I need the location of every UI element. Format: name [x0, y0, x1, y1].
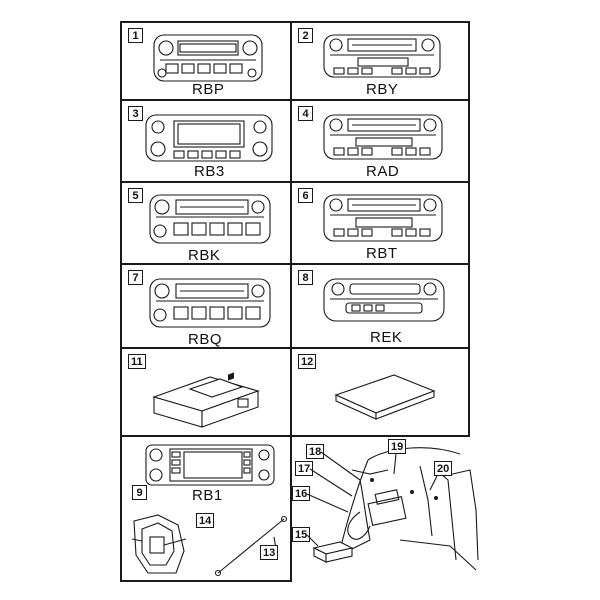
part-15-block-image	[312, 541, 354, 563]
item-number: 13	[260, 545, 279, 560]
radio-rb3-image	[145, 114, 273, 162]
radio-rek-image	[323, 278, 445, 322]
radio-code: REK	[370, 329, 403, 346]
callout-number: 16	[292, 486, 311, 501]
radio-rbq-image	[149, 278, 271, 328]
item-number: 11	[128, 354, 146, 369]
radio-rbk-image	[149, 194, 271, 244]
cell-item-14-13[interactable]: 14 13	[120, 505, 292, 582]
item-number: 1	[128, 28, 143, 43]
radio-code: RAD	[366, 163, 400, 180]
radio-code: RBK	[188, 247, 221, 264]
item-number: 14	[196, 513, 215, 528]
cell-item-8[interactable]: 8 REK	[290, 263, 470, 349]
cell-item-1[interactable]: 1 RBP	[120, 21, 292, 101]
callout-number: 17	[295, 461, 314, 476]
antenna-mount-image	[131, 514, 187, 574]
radio-rbp-image	[153, 34, 263, 82]
item-number: 5	[128, 188, 143, 203]
radio-code: RBY	[366, 81, 399, 98]
radio-code: RB3	[194, 163, 225, 180]
item-number: 2	[298, 28, 313, 43]
callout-number: 19	[388, 439, 407, 454]
radio-rby-image	[323, 34, 441, 78]
radio-rbt-image	[323, 194, 443, 242]
callout-number: 20	[434, 461, 453, 476]
cell-item-9[interactable]: 9 RB1	[120, 435, 292, 507]
radio-code: RB1	[192, 487, 223, 504]
item-number: 6	[298, 188, 313, 203]
cell-item-5[interactable]: 5 RBK	[120, 181, 292, 265]
pad-image	[334, 374, 436, 420]
callout-number: 18	[306, 444, 325, 459]
cell-item-4[interactable]: 4 RAD	[290, 99, 470, 183]
radio-code: RBP	[192, 81, 225, 98]
item-number: 9	[132, 485, 147, 500]
cell-item-6[interactable]: 6 RBT	[290, 181, 470, 265]
antenna-cable-image	[214, 515, 288, 577]
callout-number: 15	[292, 527, 311, 542]
item-number: 12	[298, 354, 317, 369]
item-number: 3	[128, 106, 143, 121]
radio-code: RBT	[366, 245, 398, 262]
cell-item-11[interactable]: 11	[120, 347, 292, 437]
radio-rb1-image	[145, 444, 275, 486]
radio-code: RBQ	[188, 331, 223, 348]
module-box-image	[152, 372, 260, 428]
item-number: 4	[298, 106, 313, 121]
item-number: 7	[128, 270, 143, 285]
radio-rad-image	[323, 114, 443, 160]
cell-item-12[interactable]: 12	[290, 347, 470, 437]
item-number: 8	[298, 270, 313, 285]
